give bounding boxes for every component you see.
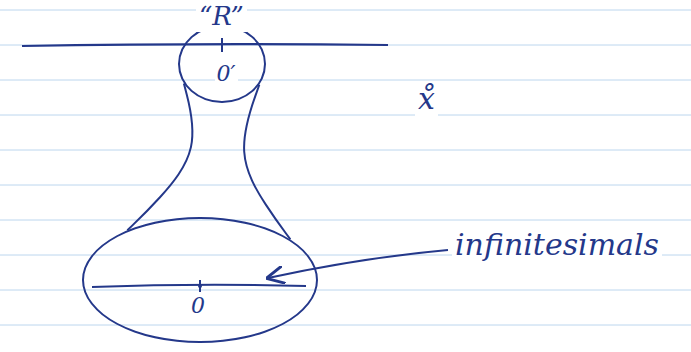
inner-line xyxy=(92,285,306,287)
ellipse-region: 0′ xyxy=(178,25,266,103)
point-label: 0 xyxy=(189,294,207,318)
funnel-curve xyxy=(127,84,192,231)
real-line xyxy=(22,44,388,46)
symbol-label: “R” xyxy=(196,2,247,32)
ellipse-region: 0 xyxy=(82,217,318,343)
funnel-curve xyxy=(244,85,290,240)
leader-arrow xyxy=(268,250,448,278)
tick-mark xyxy=(221,38,223,52)
note-label: infinitesimals xyxy=(452,228,662,263)
ruled-lines xyxy=(0,10,691,325)
point-dot xyxy=(198,284,202,288)
tick-mark xyxy=(199,280,201,292)
point-label: 0′ xyxy=(215,62,238,86)
symbol-label: x̊ xyxy=(415,82,438,117)
